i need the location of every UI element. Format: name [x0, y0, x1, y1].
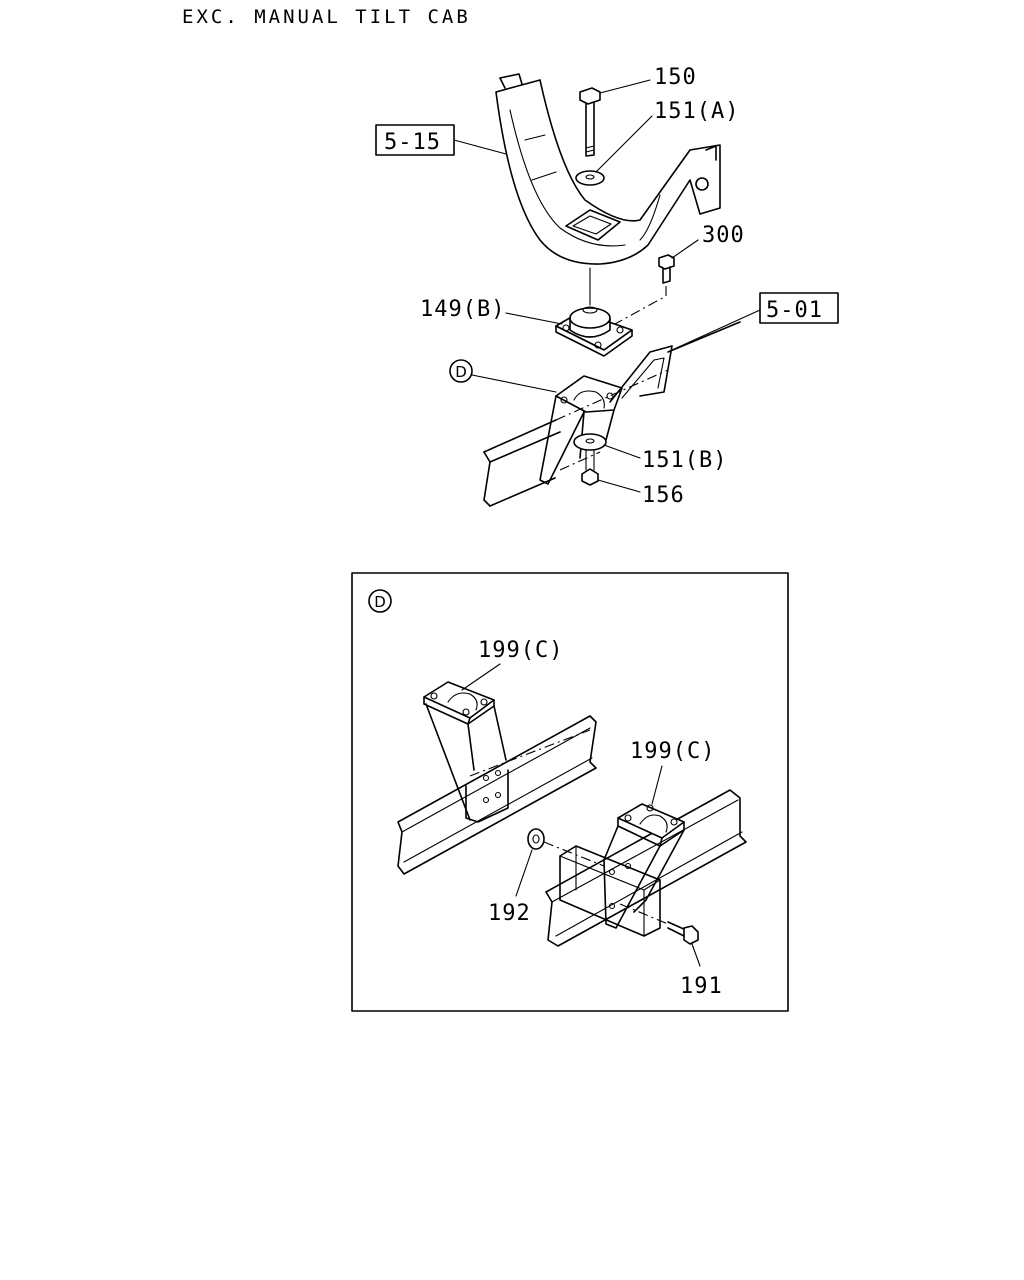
- label-199c-right: 199(C): [630, 739, 715, 805]
- callout-150: 150: [654, 65, 697, 90]
- nut-156: [581, 468, 599, 486]
- callout-191: 191: [680, 974, 723, 999]
- callout-199c-right: 199(C): [630, 739, 715, 764]
- label-150: 150: [599, 65, 697, 94]
- bolt-300: [658, 254, 675, 284]
- bolt-191: [619, 903, 699, 945]
- cab-bracket-part: [495, 73, 721, 265]
- label-149b: 149(B): [420, 297, 563, 325]
- reference-5-01[interactable]: 5-01: [671, 292, 839, 351]
- inset-crossmember: [559, 845, 661, 937]
- callout-192: 192: [488, 901, 531, 926]
- callout-199c-top: 199(C): [478, 638, 563, 663]
- label-191: 191: [680, 943, 723, 999]
- inset-bracket-left: [423, 681, 509, 823]
- inset-marker-d: D: [368, 589, 392, 613]
- reference-5-01-label: 5-01: [766, 298, 823, 323]
- callout-156: 156: [642, 483, 685, 508]
- callout-149b: 149(B): [420, 297, 505, 322]
- mount-149b: [555, 306, 633, 357]
- detail-marker-d-label: D: [455, 363, 467, 381]
- label-199c-top: 199(C): [461, 638, 563, 691]
- label-151b: 151(B): [603, 444, 727, 473]
- reference-5-15-label: 5-15: [384, 130, 441, 155]
- callout-151a: 151(A): [654, 99, 739, 124]
- header-caption: EXC. MANUAL TILT CAB: [182, 6, 471, 28]
- callout-300: 300: [702, 223, 745, 248]
- reference-5-15[interactable]: 5-15: [375, 124, 507, 156]
- inset-marker-d-label: D: [374, 593, 386, 611]
- label-151a: 151(A): [595, 99, 739, 173]
- nut-192: [527, 828, 605, 867]
- label-156: 156: [597, 479, 685, 508]
- frame-rail-upper: [483, 321, 741, 507]
- label-300: 300: [671, 223, 745, 259]
- inset-bracket-right: [603, 803, 685, 929]
- washer-151a: [575, 170, 605, 186]
- detail-inset-frame: [351, 572, 789, 1012]
- detail-marker-d[interactable]: D: [449, 359, 557, 393]
- washer-151b: [573, 433, 607, 451]
- bolt-150: [579, 87, 601, 157]
- callout-151b: 151(B): [642, 448, 727, 473]
- inset-rail-left: [397, 715, 597, 875]
- label-192: 192: [488, 849, 533, 926]
- inset-rail-right: [545, 789, 747, 947]
